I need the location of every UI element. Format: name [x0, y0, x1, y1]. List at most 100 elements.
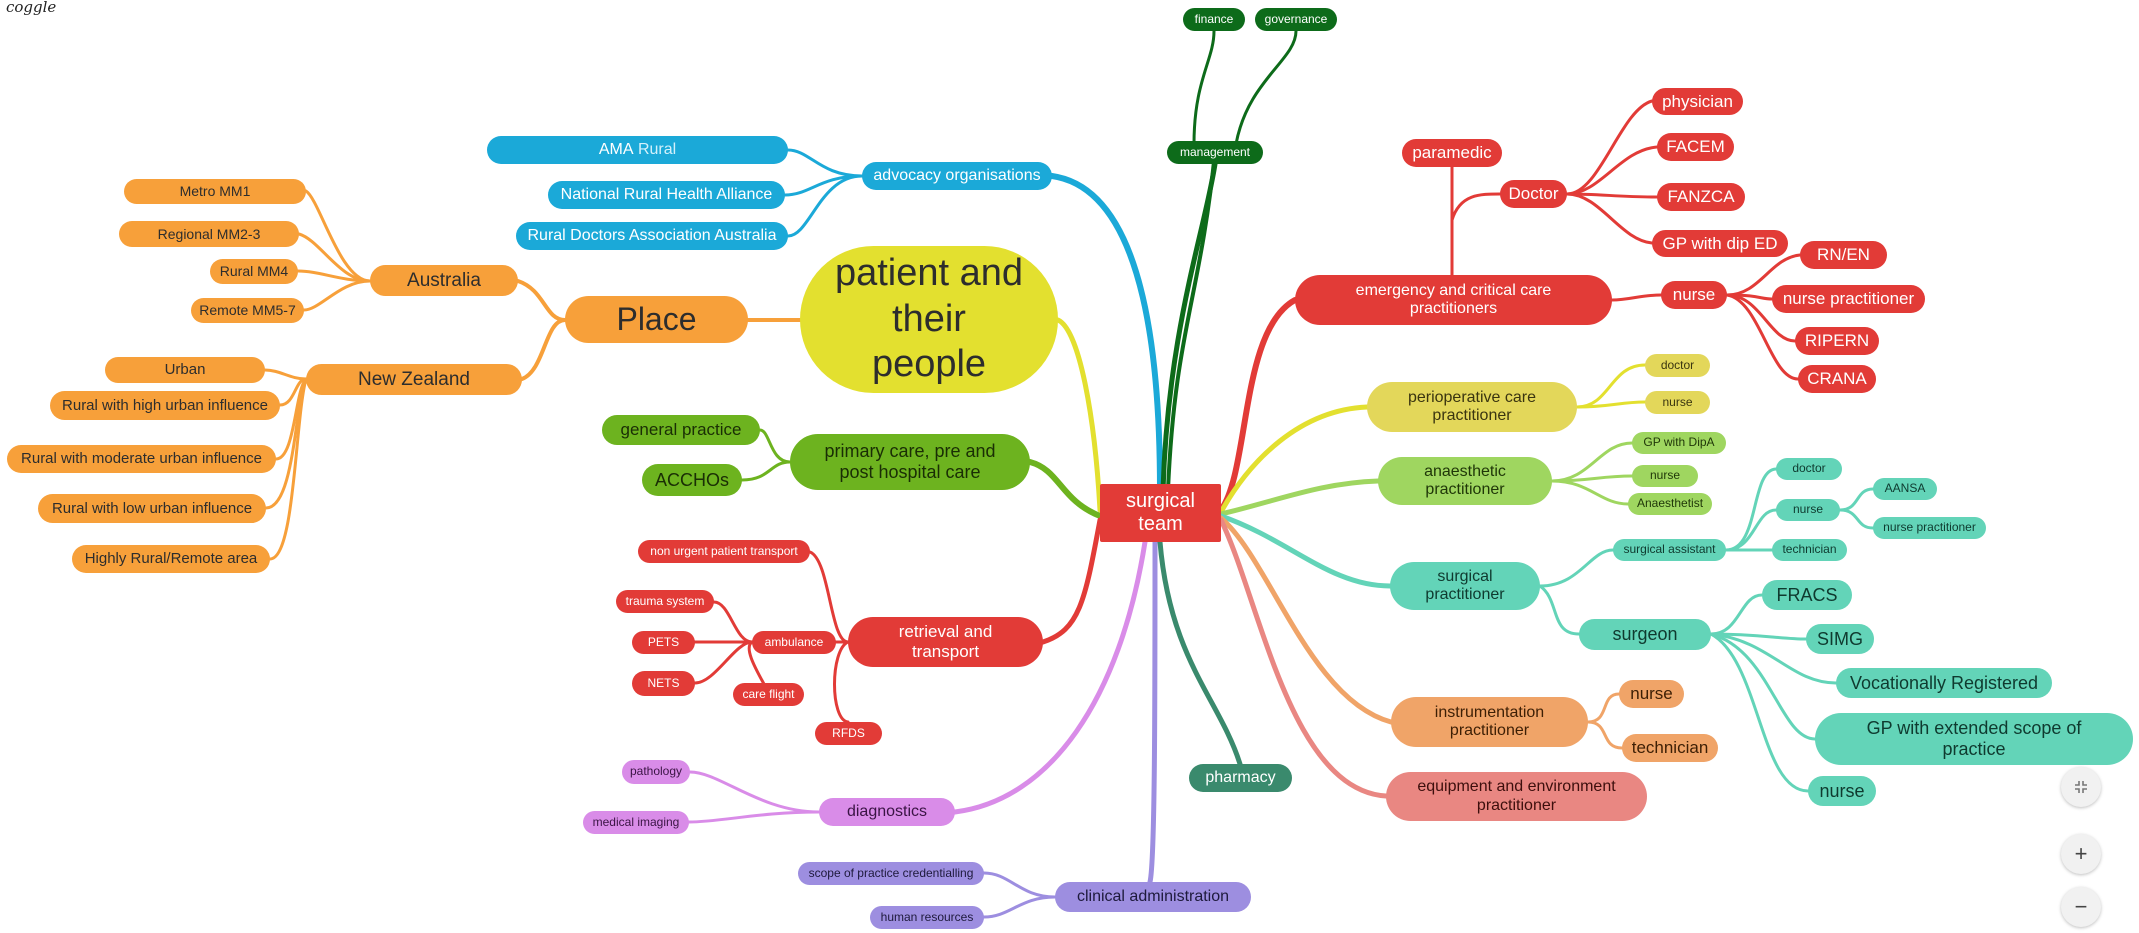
node-gp-extended-scope[interactable]: GP with extended scope of practice [1815, 713, 2133, 765]
node-paramedic[interactable]: paramedic [1402, 139, 1502, 167]
connector-68 [1709, 593, 1764, 636]
connector-72 [1709, 632, 1810, 793]
node-crana[interactable]: CRANA [1798, 365, 1876, 393]
node-surgeon[interactable]: surgeon [1579, 619, 1711, 650]
node-rural-low-urban[interactable]: Rural with low urban influence [38, 494, 266, 523]
node-fanzca[interactable]: FANZCA [1657, 183, 1745, 211]
node-rural-moderate-urban[interactable]: Rural with moderate urban influence [7, 445, 276, 473]
connector-12 [1218, 404, 1370, 515]
connector-3 [1192, 29, 1216, 146]
node-rural-mm4[interactable]: Rural MM4 [210, 259, 298, 284]
node-pharmacy[interactable]: pharmacy [1189, 764, 1292, 792]
connector-57 [1575, 400, 1647, 409]
node-rural-high-urban[interactable]: Rural with high urban influence [50, 391, 280, 420]
node-non-urgent-transport[interactable]: non urgent patient transport [638, 540, 810, 563]
node-gp-dip-ed[interactable]: GP with dip ED [1652, 230, 1788, 257]
plus-icon: + [2074, 841, 2088, 866]
node-trauma-system[interactable]: trauma system [616, 590, 714, 613]
node-anaesthetic-practitioner[interactable]: anaesthetic practitioner [1378, 457, 1552, 505]
connector-10 [1157, 539, 1243, 767]
node-rural-doctors-association[interactable]: Rural Doctors Association Australia [516, 222, 788, 250]
connector-6 [1027, 459, 1103, 519]
node-nurse-emergency[interactable]: nurse [1661, 281, 1727, 309]
connector-5 [1055, 317, 1103, 513]
node-place[interactable]: Place [565, 296, 748, 343]
node-anaesthetist[interactable]: Anaesthetist [1628, 493, 1712, 515]
node-remote-mm5-7[interactable]: Remote MM5-7 [191, 298, 304, 323]
node-patient-and-their-people[interactable]: patient and their people [800, 246, 1058, 393]
connector-71 [1709, 632, 1817, 741]
node-general-practice[interactable]: general practice [602, 415, 760, 445]
node-ambulance[interactable]: ambulance [752, 631, 836, 654]
node-emergency-critical-care[interactable]: emergency and critical care practitioner… [1295, 275, 1612, 325]
node-finance[interactable]: finance [1183, 8, 1245, 31]
node-equipment-environment[interactable]: equipment and environment practitioner [1386, 772, 1647, 821]
node-regional-mm2-3[interactable]: Regional MM2-3 [119, 221, 299, 247]
node-ripern[interactable]: RIPERN [1795, 327, 1879, 355]
node-highly-rural-remote[interactable]: Highly Rural/Remote area [72, 545, 270, 573]
node-retrieval-and-transport[interactable]: retrieval and transport [848, 617, 1043, 667]
node-periop-nurse[interactable]: nurse [1645, 391, 1710, 414]
node-surgical-assistant[interactable]: surgical assistant [1613, 539, 1726, 561]
node-advocacy-organisations[interactable]: advocacy organisations [862, 162, 1052, 190]
node-diagnostics[interactable]: diagnostics [819, 798, 955, 826]
connector-67 [1838, 508, 1875, 530]
connector-73 [1586, 692, 1621, 724]
connector-42 [687, 810, 821, 824]
node-nurse-practitioner-emergency[interactable]: nurse practitioner [1772, 285, 1925, 313]
node-urban[interactable]: Urban [105, 357, 265, 383]
node-facem[interactable]: FACEM [1657, 133, 1734, 161]
connector-31 [786, 174, 864, 238]
node-pathology[interactable]: pathology [622, 760, 690, 784]
connector-0 [1049, 173, 1163, 493]
node-management[interactable]: management [1167, 141, 1263, 164]
node-pets[interactable]: PETS [632, 631, 695, 654]
node-rn-en[interactable]: RN/EN [1800, 241, 1887, 269]
node-ama-rural[interactable]: AMA Rural [487, 136, 788, 164]
node-sa-nurse-practitioner[interactable]: nurse practitioner [1873, 517, 1986, 539]
node-scope-of-practice[interactable]: scope of practice credentialling [798, 862, 984, 885]
node-sa-technician[interactable]: technician [1772, 539, 1847, 561]
node-instrumentation-practitioner[interactable]: instrumentation practitioner [1391, 697, 1588, 747]
connector-39 [693, 640, 754, 685]
connector-36 [833, 640, 850, 724]
node-surgical-practitioner[interactable]: surgical practitioner [1390, 562, 1540, 610]
node-doctor-emergency[interactable]: Doctor [1500, 180, 1567, 208]
connector-11 [1218, 297, 1298, 513]
node-gp-dipa[interactable]: GP with DipA [1632, 432, 1726, 454]
connector-48 [1565, 145, 1659, 196]
node-perioperative-care[interactable]: perioperative care practitioner [1367, 382, 1577, 432]
node-primary-care[interactable]: primary care, pre and post hospital care [790, 434, 1030, 490]
node-periop-doctor[interactable]: doctor [1645, 354, 1710, 377]
zoom-out-button[interactable]: − [2061, 887, 2101, 927]
node-instrumentation-technician[interactable]: technician [1622, 734, 1718, 762]
connector-7 [1040, 517, 1103, 645]
node-fracs[interactable]: FRACS [1762, 580, 1852, 610]
node-vocationally-registered[interactable]: Vocationally Registered [1836, 668, 2052, 698]
node-australia[interactable]: Australia [370, 265, 518, 296]
node-surgeon-nurse[interactable]: nurse [1808, 776, 1876, 806]
node-metro-mm1[interactable]: Metro MM1 [124, 179, 306, 204]
node-acchos[interactable]: ACCHOs [642, 464, 742, 496]
connector-2 [1166, 150, 1217, 492]
node-national-rural-health-alliance[interactable]: National Rural Health Alliance [548, 181, 785, 209]
node-instrumentation-nurse[interactable]: nurse [1619, 680, 1684, 708]
node-sa-doctor[interactable]: doctor [1776, 458, 1842, 480]
node-human-resources[interactable]: human resources [870, 906, 984, 929]
fit-view-button[interactable] [2061, 767, 2101, 807]
node-clinical-administration[interactable]: clinical administration [1055, 882, 1251, 912]
node-care-flight[interactable]: care flight [733, 683, 804, 706]
node-anaesthetic-nurse[interactable]: nurse [1632, 465, 1698, 487]
node-nets[interactable]: NETS [632, 671, 695, 696]
node-new-zealand[interactable]: New Zealand [306, 364, 522, 395]
central-node-surgical-team[interactable]: surgical team [1100, 484, 1221, 542]
node-medical-imaging[interactable]: medical imaging [583, 811, 689, 834]
node-rfds[interactable]: RFDS [815, 722, 882, 745]
node-simg[interactable]: SIMG [1806, 624, 1874, 654]
node-physician[interactable]: physician [1652, 88, 1743, 115]
node-sa-nurse[interactable]: nurse [1776, 499, 1840, 521]
zoom-in-button[interactable]: + [2061, 834, 2101, 874]
node-governance[interactable]: governance [1255, 8, 1337, 31]
node-aansa[interactable]: AANSA [1873, 478, 1937, 500]
